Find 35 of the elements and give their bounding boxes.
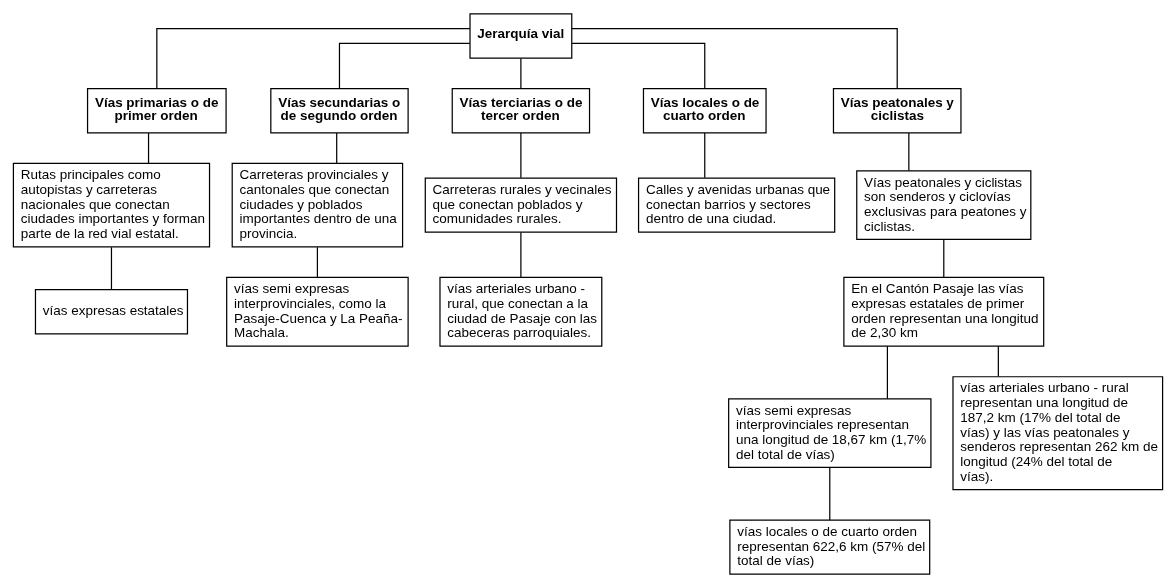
- connector: [110, 246, 113, 291]
- node-box: vías locales o de cuarto orden representan 622,6 km (57% del total de vías): [729, 519, 931, 575]
- node-box: Vías terciarias o de tercer orden: [451, 88, 591, 134]
- connector: [829, 467, 831, 521]
- node-box: Jerarquía vial: [469, 13, 573, 59]
- node-box: Calles y avenidas urbanas que conectan barrios y sectores dentro de una ciudad.: [637, 177, 836, 233]
- node-box: Vías peatonales y ciclistas: [832, 88, 962, 134]
- connector: [147, 132, 150, 164]
- connector: [316, 246, 318, 278]
- connector: [997, 345, 999, 377]
- node-box: Vías primarias o de primer orden: [86, 88, 227, 134]
- connector: [520, 231, 522, 278]
- connector: [336, 132, 338, 164]
- connector: [156, 28, 471, 89]
- connector: [943, 238, 945, 278]
- connector: [571, 42, 706, 90]
- node-box: Rutas principales como autopistas y carreteras nacionales que conectan ciudades importantes y forman parte de la red vial estatal.: [12, 162, 211, 248]
- node-box: vías arteriales urbano - rural representan una longitud de 187,2 km (17% del total de vías) y las vías peatonales y senderos representan 262 km de longitud (24% del total de vías).: [952, 376, 1164, 491]
- node-box: Vías peatonales y ciclistas son senderos y ciclovías exclusivas para peatones y ciclistas.: [856, 170, 1032, 241]
- node-box: En el Cantón Pasaje las vías expresas estatales de primer orden representan una longitud de 2,30 km: [843, 276, 1045, 347]
- connector: [886, 345, 888, 400]
- node-box: Carreteras rurales y vecinales que conectan poblados y comunidades rurales.: [424, 177, 618, 233]
- node-box: Carreteras provinciales y cantonales que conectan ciudades y poblados importantes dentro de una provincia.: [231, 162, 404, 248]
- connector: [520, 57, 522, 89]
- connector: [338, 42, 471, 90]
- node-box: Vías locales o de cuarto orden: [642, 88, 767, 134]
- node-box: vías semi expresas interprovinciales representan una longitud de 18,67 km (1,7% del total de vías): [728, 398, 932, 469]
- node-box: vías semi expresas interprovinciales, como la Pasaje-Cuenca y La Peaña-Machala.: [226, 276, 409, 347]
- connector: [571, 28, 898, 89]
- node-box: vías expresas estatales: [34, 289, 189, 335]
- connector: [704, 132, 706, 179]
- node-box: Vías secundarias o de segundo orden: [270, 88, 409, 134]
- node-box: vías arteriales urbano - rural, que conectan a la ciudad de Pasaje con las cabeceras parroquiales.: [439, 276, 603, 347]
- connector: [520, 132, 522, 179]
- connector: [908, 132, 910, 172]
